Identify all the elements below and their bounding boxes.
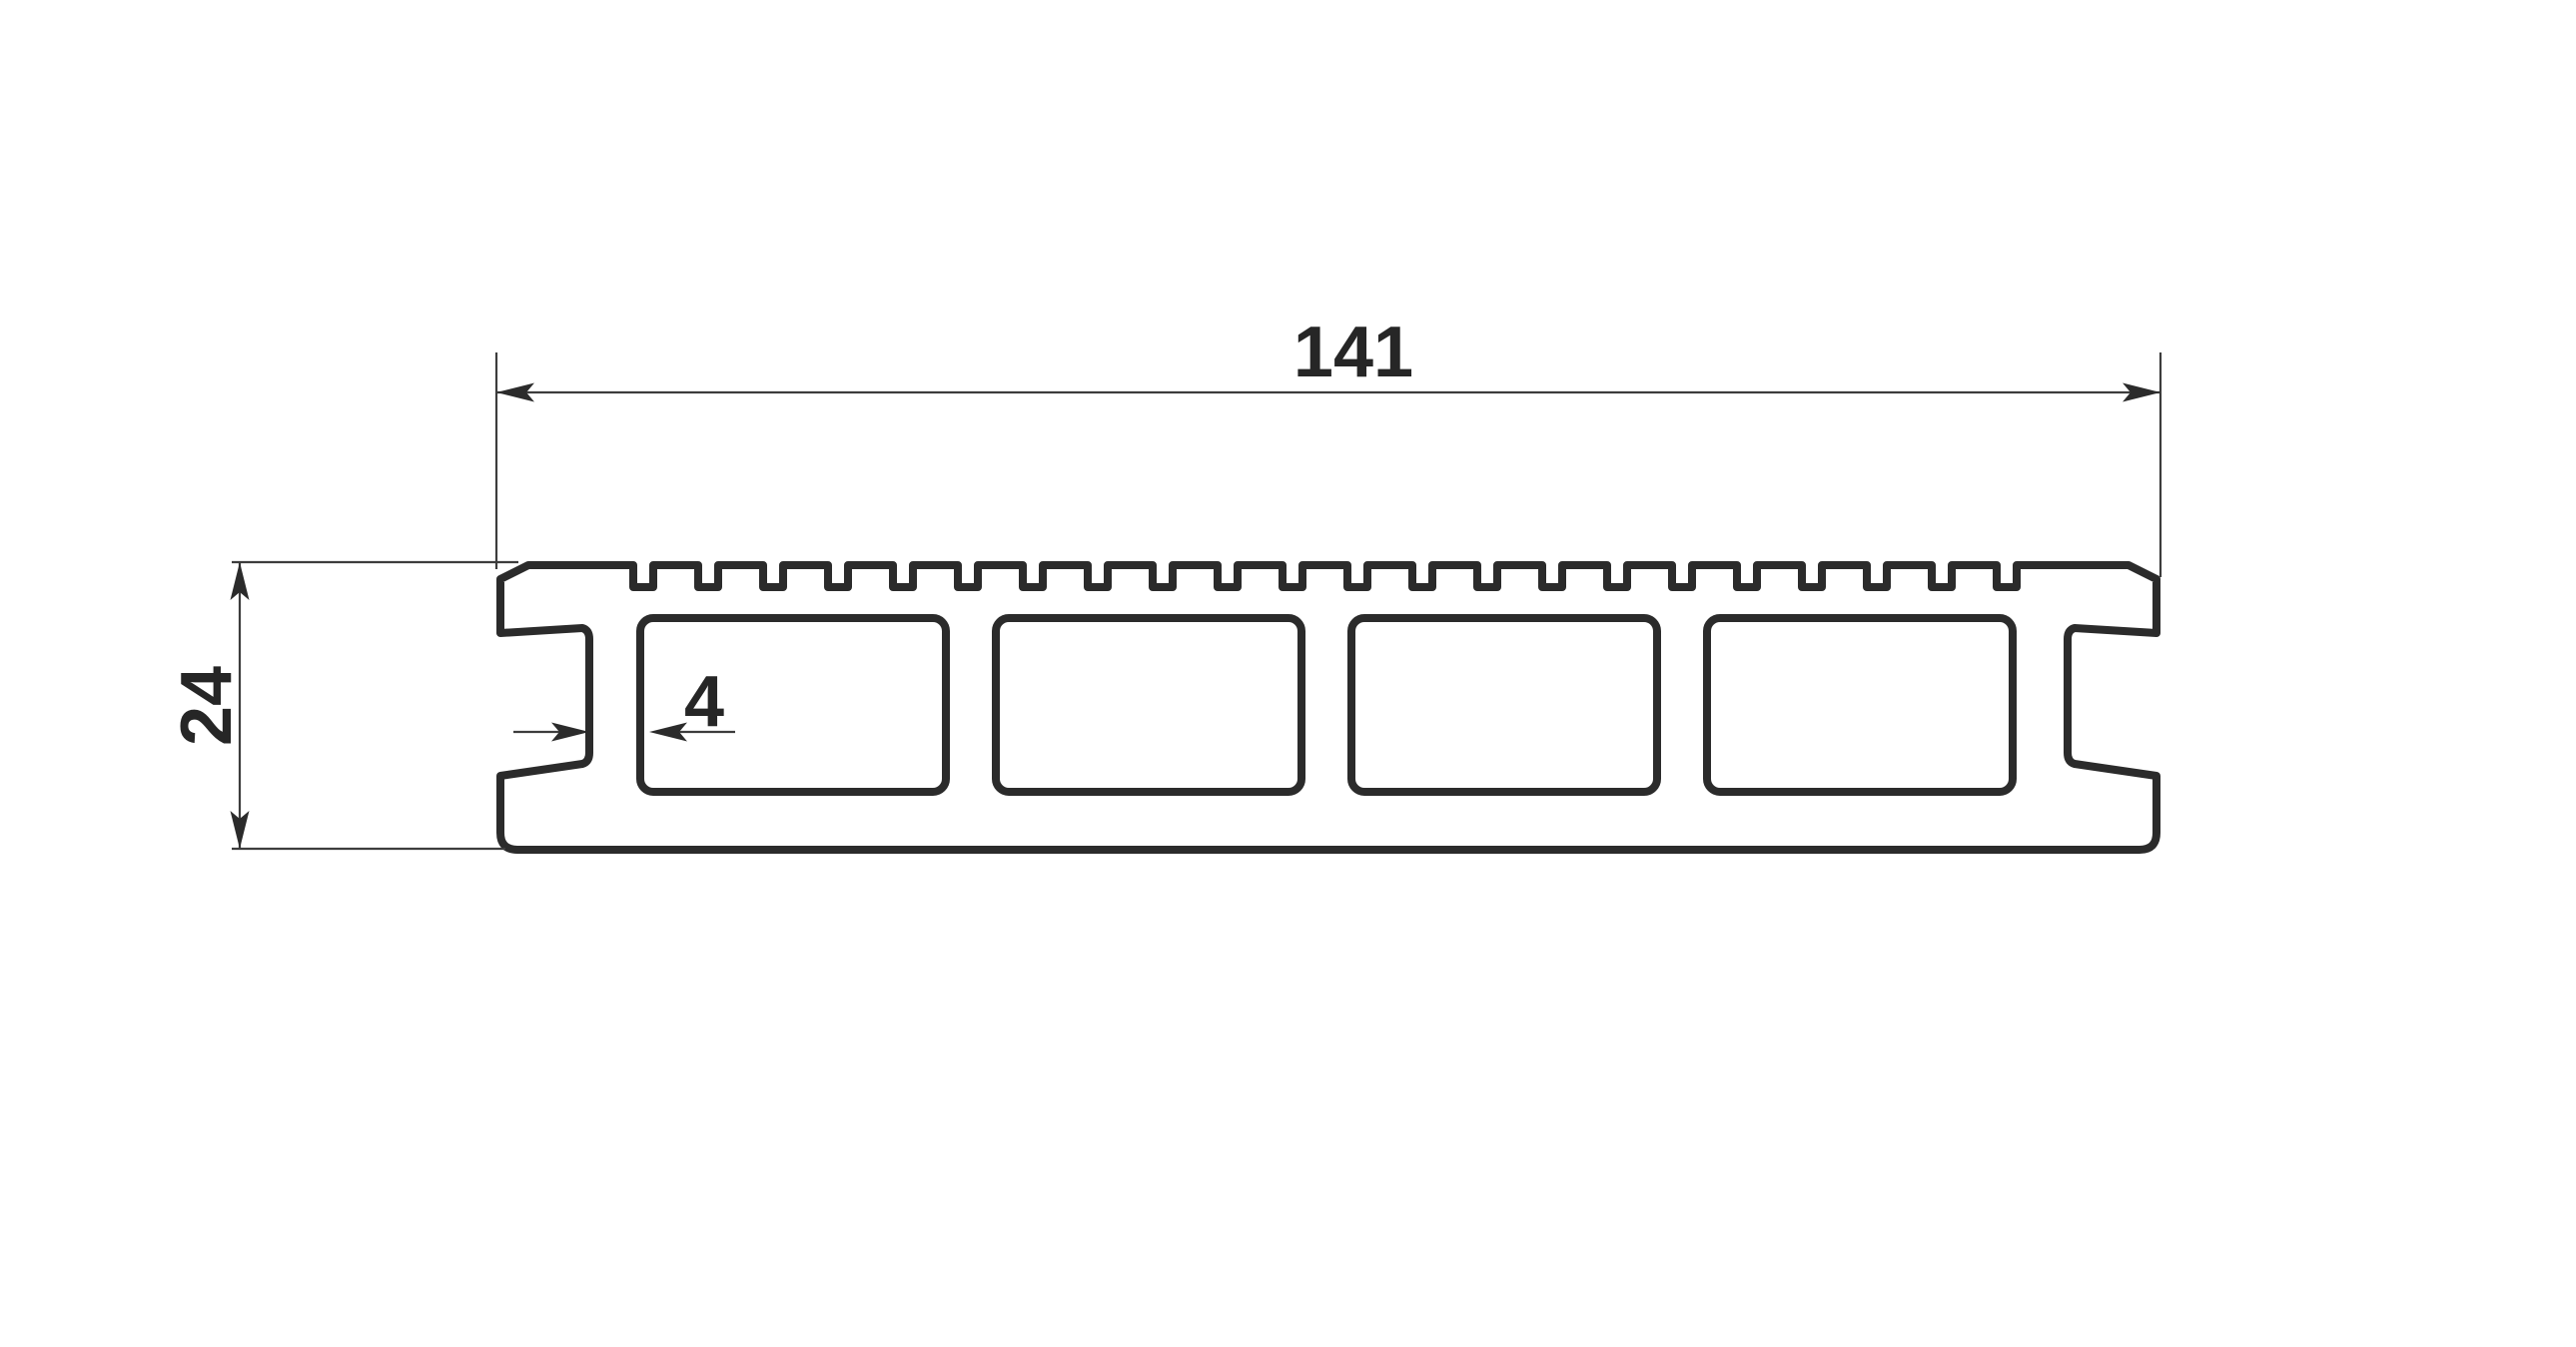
arrowhead-left-icon [496, 382, 534, 402]
arrowhead-up-icon [230, 562, 250, 600]
dimension-wall-thickness: 4 [513, 662, 735, 742]
dimension-overall-height: 24 [167, 560, 518, 851]
dimension-overall-width: 141 [494, 313, 2162, 577]
wall-thickness-label: 4 [684, 662, 724, 742]
profile-outline [496, 561, 2160, 854]
hollow-chambers [636, 614, 2017, 796]
hollow-chamber [992, 614, 1305, 796]
arrowhead-pointing-right-icon [551, 722, 589, 742]
height-dimension-label: 24 [167, 666, 247, 746]
board-profile [496, 561, 2160, 854]
arrowhead-right-icon [2123, 382, 2160, 402]
hollow-chamber [1703, 614, 2017, 796]
hollow-chamber [636, 614, 950, 796]
width-dimension-label: 141 [1293, 313, 1413, 392]
hollow-chamber [1347, 614, 1661, 796]
arrowhead-down-icon [230, 811, 250, 849]
arrowhead-pointing-left-icon [649, 722, 687, 742]
